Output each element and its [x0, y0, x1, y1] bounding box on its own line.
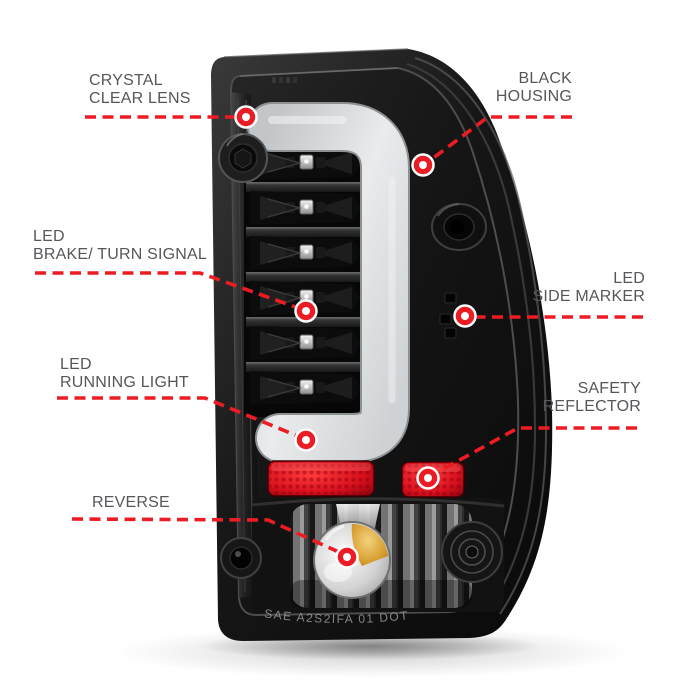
callout-line: REFLECTOR [542, 398, 641, 415]
callout-line: SIDE MARKER [532, 288, 645, 305]
callout-line: BRAKE/ TURN SIGNAL [33, 246, 208, 263]
callout-label-led-brake-turn-signal: LED BRAKE/ TURN SIGNAL [33, 228, 207, 264]
callout-line: HOUSING [495, 88, 572, 105]
leader-black-housing [426, 115, 572, 164]
screw-top-left [218, 133, 268, 183]
light-guide-tube [247, 102, 410, 463]
safety-reflector-left [267, 460, 375, 497]
callout-line: LED [613, 270, 645, 287]
callout-label-led-side-marker: LED SIDE MARKER [533, 270, 645, 306]
leader-safety-reflector [433, 426, 637, 476]
callout-line: SAFETY [577, 380, 641, 397]
reverse-chamber [251, 497, 505, 612]
callout-label-reverse: REVERSE [92, 494, 170, 512]
callout-line: LED [60, 356, 92, 373]
callout-label-led-running-light: LED RUNNING LIGHT [60, 356, 189, 392]
callout-line: CRYSTAL [89, 72, 163, 89]
housing-groove-inner [406, 62, 537, 607]
callout-line: REVERSE [92, 494, 170, 511]
callout-label-safety-reflector: SAFETY REFLECTOR [543, 380, 641, 416]
leader-led-running-light [57, 396, 301, 439]
screw-bottom-left [220, 537, 262, 579]
lens-top-embossing [272, 77, 297, 83]
callout-line: LED [33, 228, 65, 245]
leader-reverse [71, 517, 342, 555]
callout-line: CLEAR LENS [89, 90, 191, 107]
callout-line: RUNNING LIGHT [60, 374, 189, 391]
fresnel-lens-circle [441, 521, 503, 583]
housing-groove-outer [414, 57, 548, 615]
screw-socket-right [431, 203, 487, 251]
callout-label-black-housing: BLACK HOUSING [496, 70, 572, 106]
callout-label-crystal-clear-lens: CRYSTAL CLEAR LENS [89, 72, 191, 108]
side-marker-leds [439, 292, 457, 339]
leader-led-brake-turn-signal [35, 271, 302, 311]
bulb-amber-glow [351, 523, 388, 566]
callout-line: BLACK [518, 70, 572, 87]
brake-led-column [244, 145, 366, 417]
